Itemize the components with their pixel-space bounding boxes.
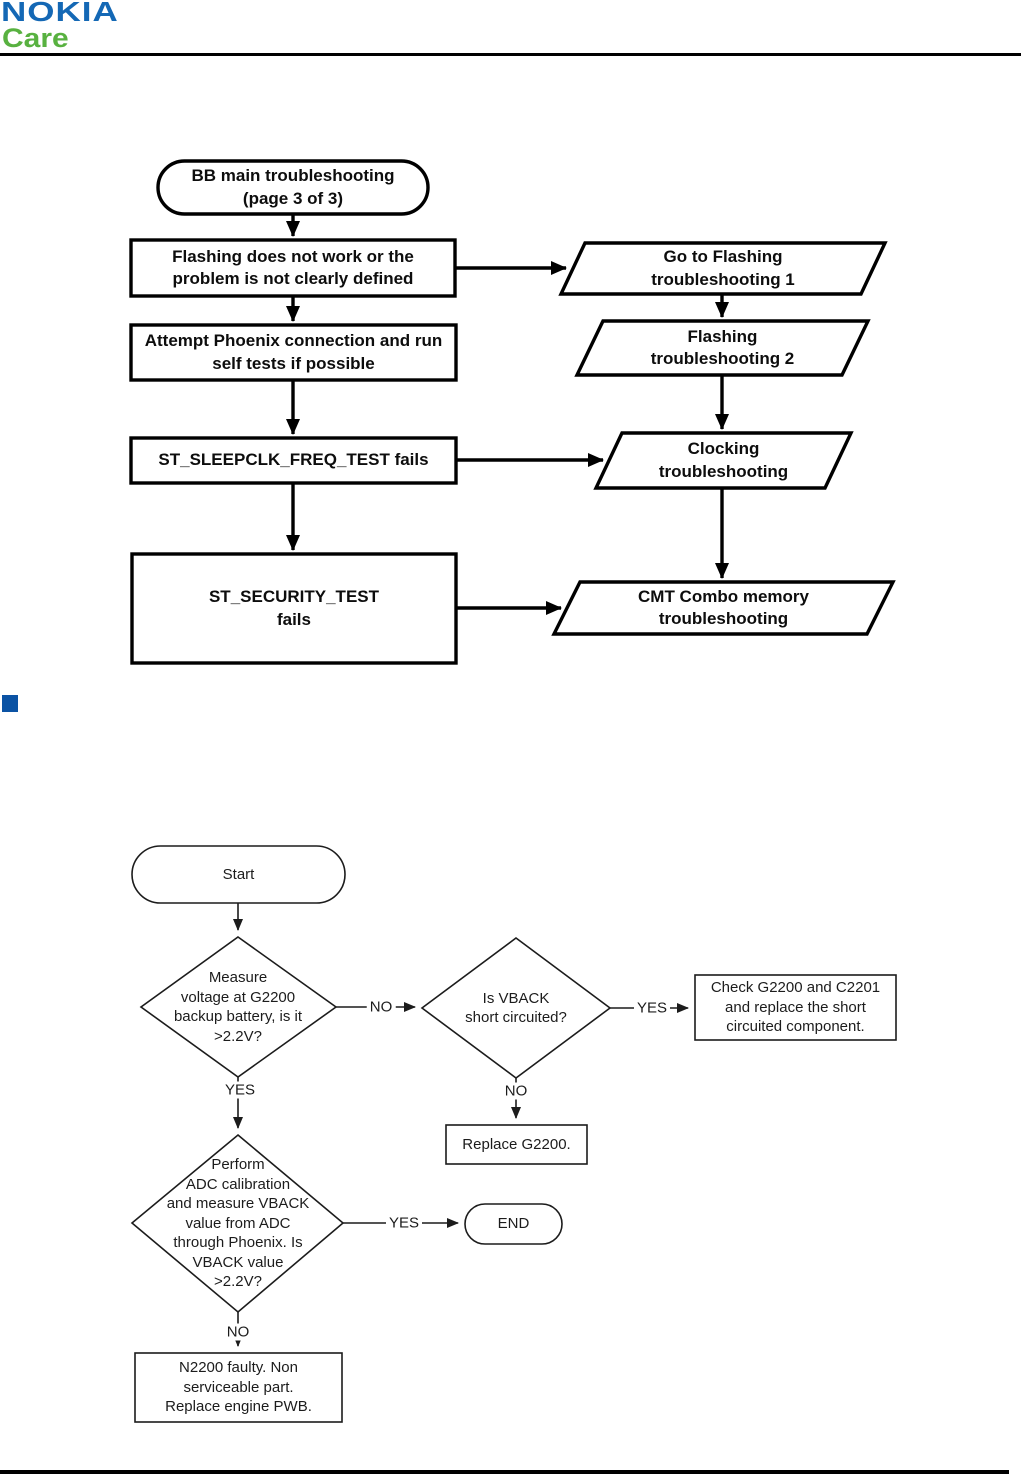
bb-flashing2-ref-label: Flashing troubleshooting 2 bbox=[650, 326, 795, 368]
nokia-logo: NOKIA bbox=[1, 0, 119, 37]
bb-flashing-box-shape bbox=[129, 238, 457, 298]
bb-clocking-ref-shape bbox=[593, 431, 854, 490]
vb-voltage-decision-label: Measure voltage at G2200 backup battery,… bbox=[173, 969, 303, 1045]
vb-voltage-no-label: NO bbox=[366, 998, 396, 1016]
vb-check-box-label: Check G2200 and C2201 and replace the sh… bbox=[710, 979, 881, 1036]
vb-end-terminal-label: END bbox=[497, 1215, 530, 1233]
vb-start-terminal-label: Start bbox=[222, 865, 255, 883]
vb-replace-box-label: Replace G2200. bbox=[462, 1135, 571, 1153]
bb-flashing1-ref-shape bbox=[558, 241, 888, 296]
footer-divider bbox=[0, 1470, 1009, 1474]
bb-start-terminal-label: BB main troubleshooting (page 3 of 3) bbox=[191, 166, 395, 208]
bb-connectors bbox=[286, 214, 729, 615]
bb-flashing2-ref-shape bbox=[574, 319, 871, 377]
vb-short-decision-label: Is VBACK short circuited? bbox=[465, 989, 567, 1027]
bb-security-box-label: ST_SECURITY_TEST fails bbox=[208, 587, 380, 629]
bb-clocking-ref-label: Clocking troubleshooting bbox=[658, 439, 789, 481]
bb-phoenix-box-label: Attempt Phoenix connection and run self … bbox=[144, 331, 443, 373]
bb-phoenix-box-shape bbox=[129, 323, 458, 382]
vb-adc-no-label: NO bbox=[223, 1323, 253, 1341]
vb-short-yes-label: YES bbox=[633, 999, 671, 1017]
bb-sleepclk-box-label: ST_SLEEPCLK_FREQ_TEST fails bbox=[158, 450, 429, 470]
vb-voltage-yes-label: YES bbox=[221, 1081, 259, 1099]
vb-short-no-label: NO bbox=[501, 1082, 531, 1100]
bb-cmt-ref-shape bbox=[551, 580, 896, 636]
vb-replace-box-shape bbox=[445, 1124, 588, 1165]
bb-flashing1-ref-label: Go to Flashing troubleshooting 1 bbox=[651, 247, 795, 289]
care-logo: Care bbox=[2, 24, 69, 58]
vb-n2200-box-shape bbox=[134, 1352, 343, 1423]
header-divider bbox=[0, 53, 1021, 56]
vb-end-terminal-shape bbox=[464, 1203, 563, 1245]
bb-flashing-box-label: Flashing does not work or the problem is… bbox=[172, 246, 414, 288]
vb-check-box-shape bbox=[694, 974, 897, 1041]
bb-security-box-shape bbox=[130, 552, 458, 665]
vb-adc-yes-label: YES bbox=[385, 1214, 423, 1232]
section-marker bbox=[2, 695, 18, 712]
vb-adc-decision-label: Perform ADC calibration and measure VBAC… bbox=[166, 1156, 310, 1291]
nokia-wordmark: NOKIA bbox=[1, 0, 119, 28]
bb-cmt-ref-label: CMT Combo memory troubleshooting bbox=[638, 586, 809, 628]
vb-n2200-box-label: N2200 faulty. Non serviceable part. Repl… bbox=[165, 1359, 312, 1416]
care-wordmark: Care bbox=[2, 24, 69, 54]
